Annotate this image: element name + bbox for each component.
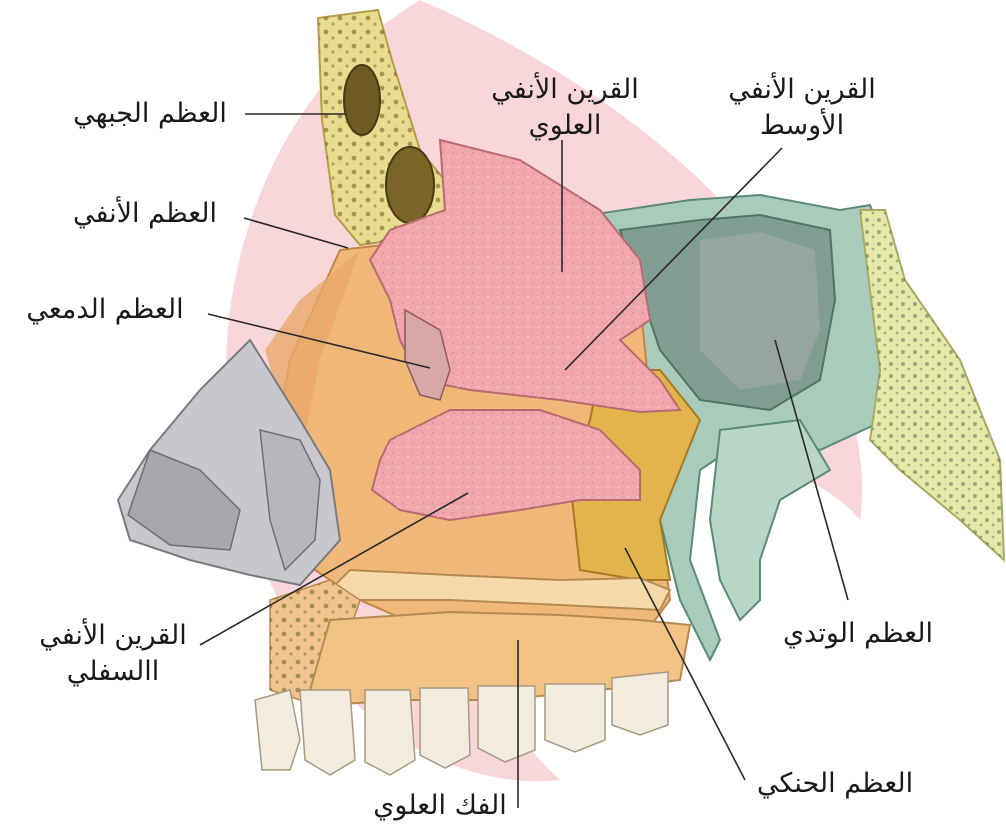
- middle-concha-line2: الأوسط: [712, 108, 892, 144]
- label-superior-concha: القرين الأنفي العلوي: [475, 72, 655, 144]
- sphenoid-bone-text: العظم الوتدي: [768, 616, 948, 652]
- label-nasal-bone: العظم الأنفي: [50, 196, 240, 232]
- inferior-concha-line1: القرين الأنفي: [18, 618, 208, 654]
- palatine-bone-text: العظم الحنكي: [745, 766, 925, 802]
- superior-concha-line2: العلوي: [475, 108, 655, 144]
- lacrimal-bone-text: العظم الدمعي: [5, 292, 205, 328]
- label-middle-concha: القرين الأنفي الأوسط: [712, 72, 892, 144]
- label-maxilla: الفك العلوي: [355, 788, 525, 824]
- label-frontal-bone: العظم الجبهي: [55, 96, 245, 132]
- inferior-concha-line2: االسفلي: [18, 654, 208, 690]
- label-sphenoid-bone: العظم الوتدي: [768, 616, 948, 652]
- maxilla-text: الفك العلوي: [355, 788, 525, 824]
- frontal-bone-text: العظم الجبهي: [55, 96, 245, 132]
- superior-concha-line1: القرين الأنفي: [475, 72, 655, 108]
- label-palatine-bone: العظم الحنكي: [745, 766, 925, 802]
- label-inferior-concha: القرين الأنفي االسفلي: [18, 618, 208, 690]
- nasal-bone-text: العظم الأنفي: [50, 196, 240, 232]
- middle-concha-line1: القرين الأنفي: [712, 72, 892, 108]
- label-lacrimal-bone: العظم الدمعي: [5, 292, 205, 328]
